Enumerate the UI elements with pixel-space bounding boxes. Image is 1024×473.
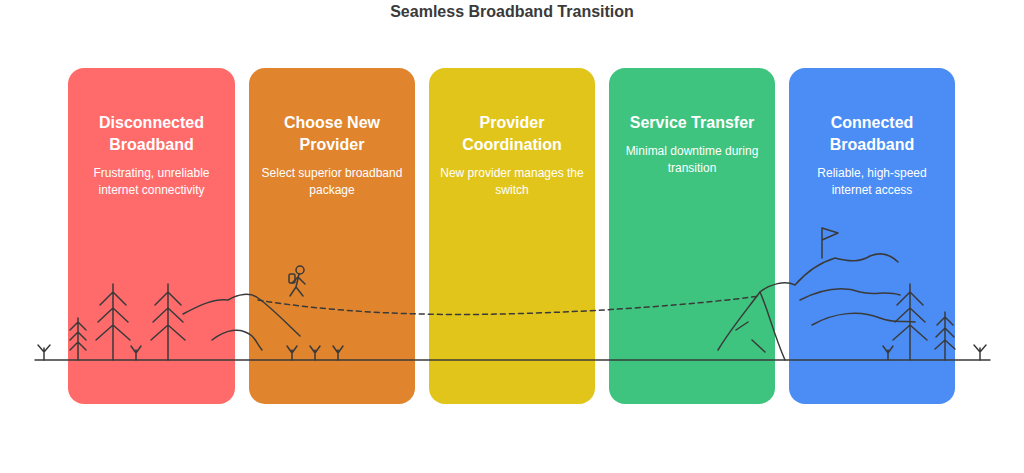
step-box: Disconnected BroadbandFrustrating, unrel…: [68, 68, 235, 404]
diagram-title: Seamless Broadband Transition: [0, 3, 1024, 21]
step-description: Minimal downtime during transition: [619, 143, 765, 177]
step-box: Connected BroadbandReliable, high-speed …: [789, 68, 955, 404]
step-heading: Provider Coordination: [439, 112, 585, 156]
step-description: New provider manages the switch: [439, 165, 585, 199]
step-box: Choose New ProviderSelect superior broad…: [249, 68, 415, 404]
step-box: Provider CoordinationNew provider manage…: [429, 68, 595, 404]
step-description: Reliable, high-speed internet access: [799, 165, 945, 199]
step-description: Frustrating, unreliable internet connect…: [78, 165, 225, 199]
step-heading: Service Transfer: [619, 112, 765, 134]
step-heading: Choose New Provider: [259, 112, 405, 156]
step-heading: Connected Broadband: [799, 112, 945, 156]
step-heading: Disconnected Broadband: [78, 112, 225, 156]
step-box: Service TransferMinimal downtime during …: [609, 68, 775, 404]
step-description: Select superior broadband package: [259, 165, 405, 199]
